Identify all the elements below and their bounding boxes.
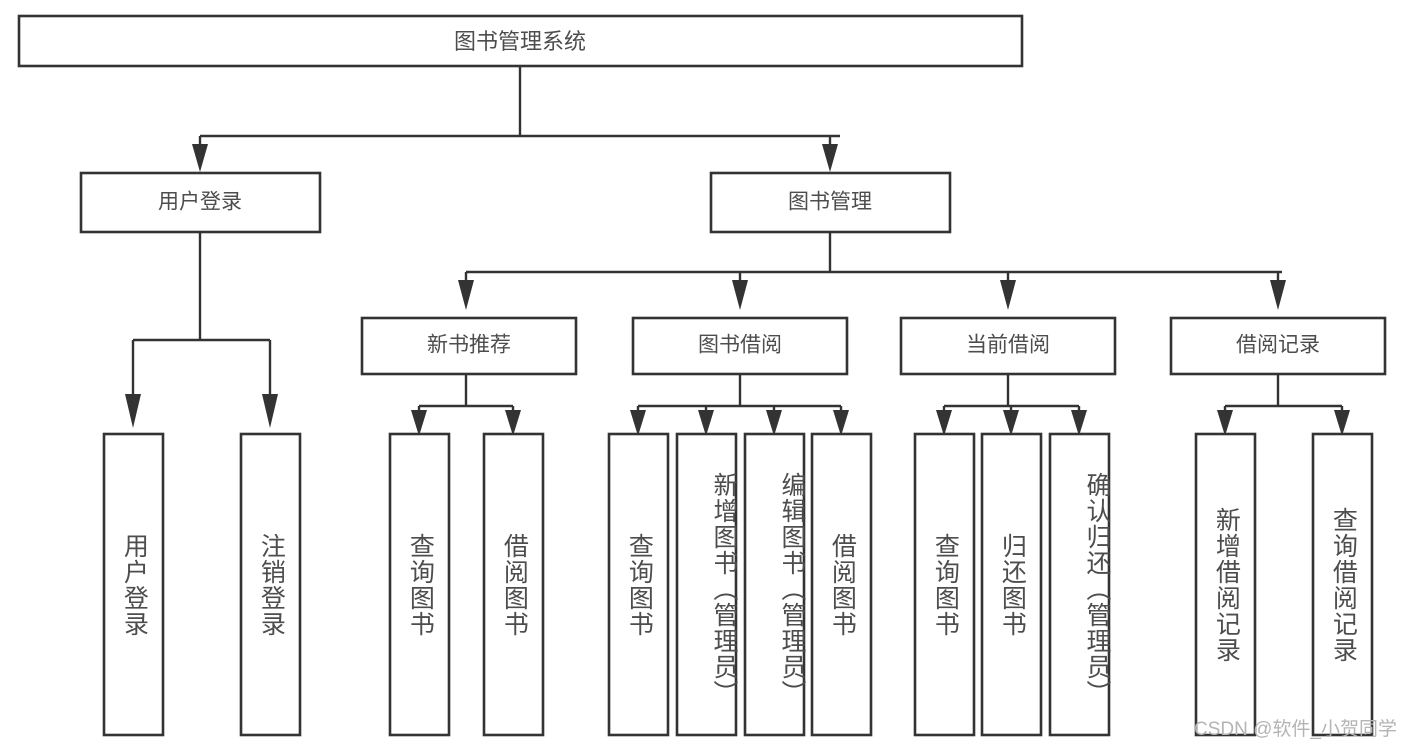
new-book-recommend-box[interactable] [360, 316, 578, 376]
node-new-book-recommend[interactable]: 新书推荐 [360, 316, 578, 376]
leaf-box-query-book-2[interactable] [607, 432, 670, 737]
leaf-box-logout[interactable] [239, 432, 302, 737]
leaf-box-add-book[interactable] [675, 432, 738, 737]
arrow-to-leaf-add-record [1217, 410, 1233, 436]
arrow-to-leaf-user-login [125, 394, 141, 428]
arrow-to-leaf-borrow-book-1 [505, 410, 521, 436]
arrow-to-user-login [192, 144, 208, 172]
leaf-box-user-login[interactable] [102, 432, 165, 737]
connector-layer [125, 66, 1350, 436]
node-book-borrow[interactable]: 图书借阅 [631, 316, 849, 376]
csdn-watermark: CSDN @软件_小贺同学 [1194, 719, 1397, 740]
book-management-box[interactable] [709, 171, 952, 234]
node-book-management[interactable]: 图书管理 [709, 171, 952, 234]
leaf-boxes-new-book [388, 432, 545, 737]
leaf-box-borrow-book-1[interactable] [482, 432, 545, 737]
leaf-box-edit-book[interactable] [743, 432, 806, 737]
leaf-boxes-current-borrow [913, 432, 1111, 737]
arrow-to-borrow-record [1270, 280, 1286, 310]
book-borrow-label: 图书借阅 [698, 334, 782, 357]
leaf-boxes-borrow-record [1194, 432, 1374, 737]
leaf-boxes-book-borrow [607, 432, 873, 737]
current-borrow-box[interactable] [899, 316, 1117, 376]
leaf-box-borrow-book-2[interactable] [810, 432, 873, 737]
arrow-to-book-borrow [732, 280, 748, 310]
arrow-to-current-borrow [1000, 280, 1016, 310]
arrow-to-leaf-query-book-3 [936, 410, 952, 436]
user-login-box[interactable] [79, 171, 322, 234]
arrow-to-leaf-return-book [1003, 410, 1019, 436]
leaf-box-return-book[interactable] [980, 432, 1043, 737]
arrow-to-leaf-add-book [698, 410, 714, 436]
node-borrow-record[interactable]: 借阅记录 [1169, 316, 1387, 376]
arrow-to-new-book [458, 280, 474, 310]
arrow-to-leaf-confirm-return [1071, 410, 1087, 436]
arrow-to-leaf-query-book-1 [411, 410, 427, 436]
arrow-to-leaf-edit-book [766, 410, 782, 436]
new-book-recommend-label: 新书推荐 [427, 334, 511, 357]
arrow-to-leaf-query-book-2 [630, 410, 646, 436]
book-borrow-box[interactable] [631, 316, 849, 376]
borrow-record-label: 借阅记录 [1236, 334, 1320, 357]
root-box[interactable] [17, 14, 1024, 68]
node-root[interactable]: 图书管理系统 [17, 14, 1024, 68]
leaf-boxes-user-login [102, 432, 302, 737]
book-management-label: 图书管理 [788, 191, 872, 214]
node-user-login[interactable]: 用户登录 [79, 171, 322, 234]
leaf-box-query-book-1[interactable] [388, 432, 451, 737]
leaf-box-query-book-3[interactable] [913, 432, 976, 737]
arrow-to-leaf-query-record [1334, 410, 1350, 436]
borrow-record-box[interactable] [1169, 316, 1387, 376]
node-current-borrow[interactable]: 当前借阅 [899, 316, 1117, 376]
leaf-box-confirm-return[interactable] [1048, 432, 1111, 737]
root-label: 图书管理系统 [454, 29, 586, 54]
arrow-to-book-mgmt [822, 144, 838, 172]
leaf-box-query-record[interactable] [1311, 432, 1374, 737]
current-borrow-label: 当前借阅 [966, 334, 1050, 357]
arrow-to-leaf-borrow-book-2 [833, 410, 849, 436]
arrow-to-leaf-logout [262, 394, 278, 428]
user-login-label: 用户登录 [158, 191, 242, 214]
leaf-box-add-record[interactable] [1194, 432, 1257, 737]
